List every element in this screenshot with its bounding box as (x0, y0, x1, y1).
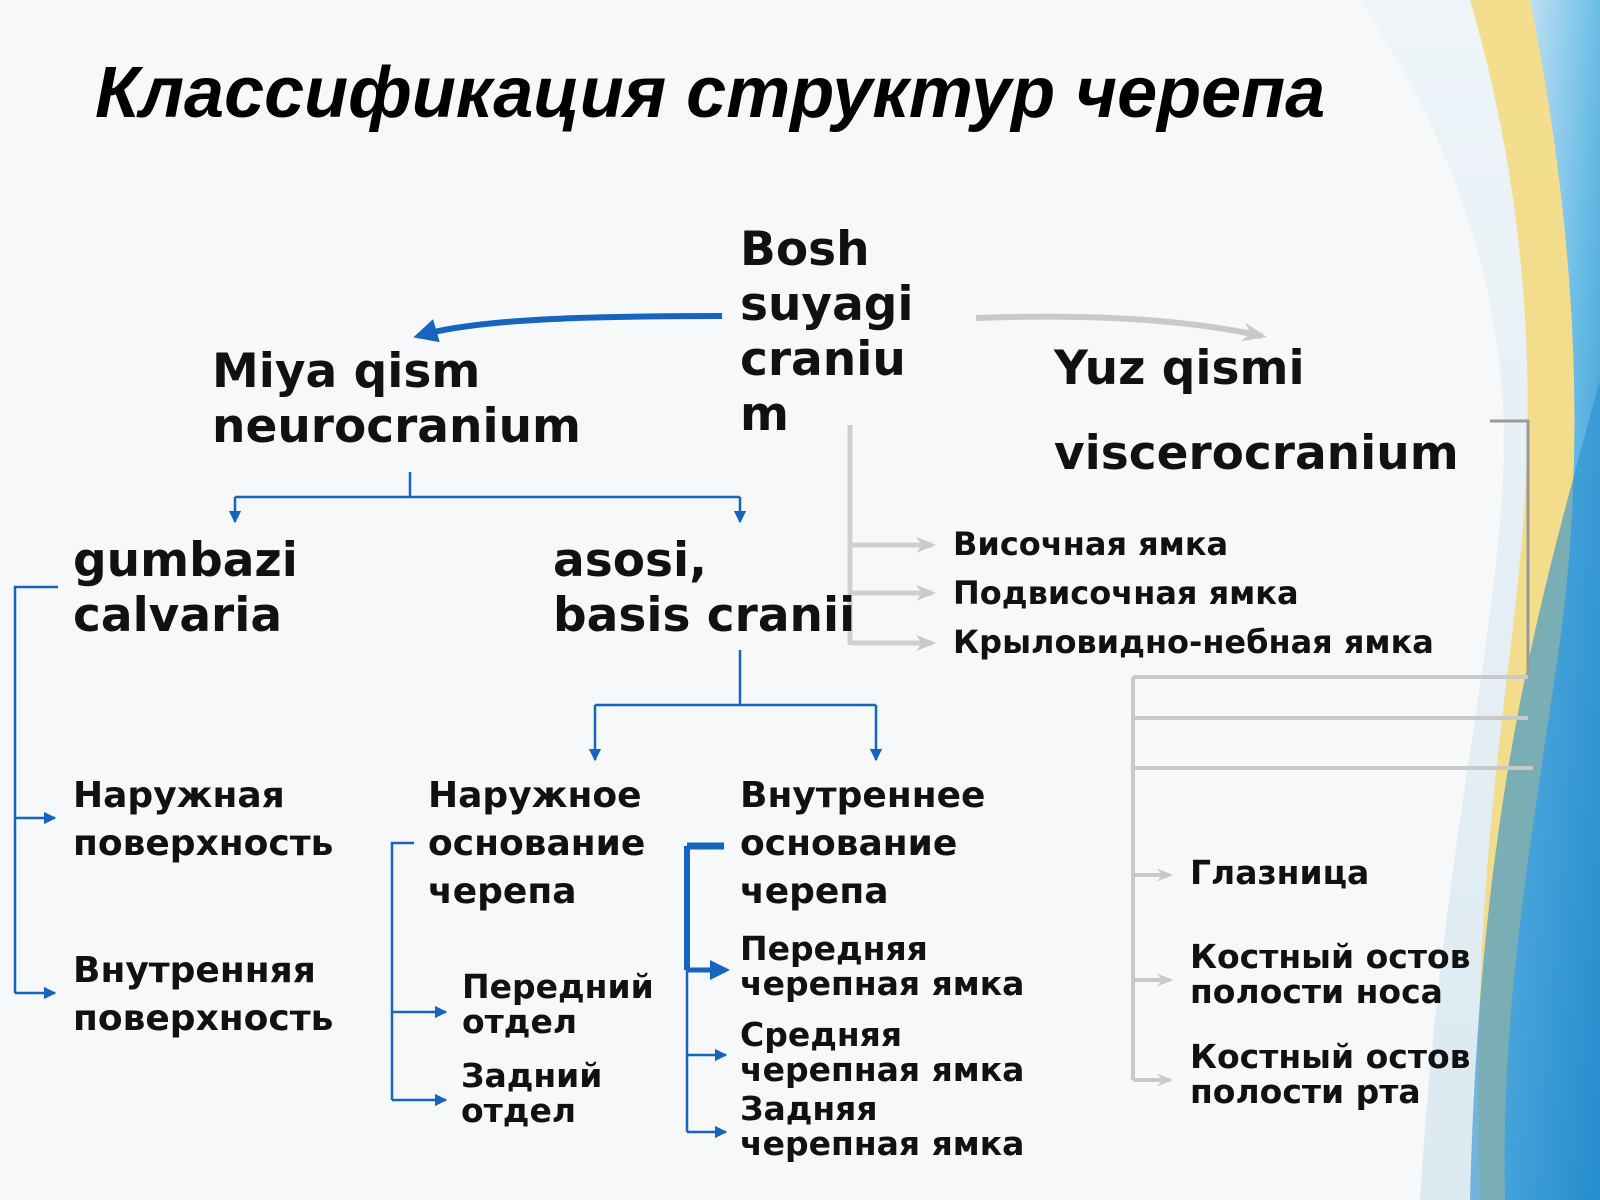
node-infratemporal-fossa: Подвисочная ямка (953, 574, 1299, 612)
node-calvaria-outer: Наружная поверхность (73, 775, 334, 864)
node-oral-cavity: Костный остов полости рта (1190, 1037, 1471, 1111)
node-external-anterior: Передний отдел (462, 967, 654, 1041)
node-pterygopalatine-fossa: Крыловидно-небная ямка (953, 623, 1434, 661)
node-nasal-cavity: Костный остов полости носа (1190, 937, 1471, 1011)
node-calvaria-inner: Внутренняя поверхность (73, 950, 334, 1039)
node-external-base: Наружное основание черепа (428, 775, 646, 912)
node-root: Bosh suyagi craniu m (740, 222, 914, 442)
node-calvaria: gumbazi calvaria (73, 533, 298, 643)
node-neurocranium: Miya qism neurocranium (212, 344, 582, 454)
node-orbit: Глазница (1190, 853, 1370, 892)
arrow-root-to-neuro (413, 313, 723, 343)
node-temporal-fossa: Височная ямка (953, 525, 1229, 563)
page-title: Классификация структур черепа (95, 53, 1326, 133)
connector-internal-base (684, 842, 730, 1139)
connector-viscero-fossae (847, 425, 936, 651)
connector-external-base (390, 841, 448, 1107)
node-middle-fossa: Средняя черепная ямка (740, 1015, 1025, 1089)
connector-viscero-cavities (1131, 419, 1533, 1087)
connector-basis-split (588, 650, 883, 762)
node-basis: asosi, basis cranii (553, 533, 856, 643)
node-external-posterior: Задний отдел (461, 1056, 603, 1130)
arrow-root-to-viscero (975, 313, 1267, 342)
node-posterior-fossa: Задняя черепная ямка (740, 1089, 1025, 1163)
connector-calvaria (13, 585, 58, 1000)
node-internal-base: Внутреннее основание черепа (740, 775, 986, 912)
node-anterior-fossa: Передняя черепная ямка (740, 929, 1025, 1003)
connector-neuro-split (228, 472, 747, 524)
node-viscero-label1: Yuz qismi (1054, 341, 1305, 396)
node-viscero-label2: viscerocranium (1054, 426, 1459, 481)
